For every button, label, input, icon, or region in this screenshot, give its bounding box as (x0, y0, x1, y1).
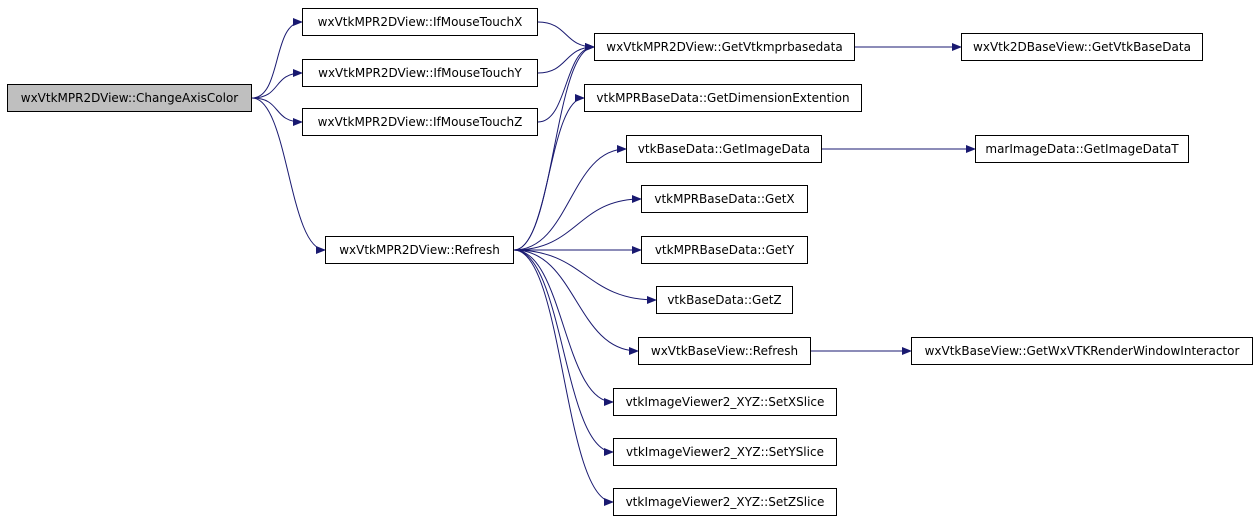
edge-mpr2d_refresh-to-get_dimension_extention (513, 94, 585, 251)
edge-mpr2d_refresh-to-set_x_slice (513, 249, 614, 406)
node-change-axis-color[interactable]: wxVtkMPR2DView::ChangeAxisColor (7, 84, 252, 112)
node-get-image-data-t[interactable]: marImageData::GetImageDataT (975, 135, 1189, 163)
edge-change_axis_color-to-if_mouse_touch_x (251, 18, 303, 99)
edge-mpr2d_refresh-to-get_image_data (513, 145, 627, 251)
node-get-render-window-interactor[interactable]: wxVtkBaseView::GetWxVTKRenderWindowInter… (911, 337, 1253, 365)
node-set-x-slice[interactable]: vtkImageViewer2_XYZ::SetXSlice (613, 388, 837, 416)
node-mpr2d-refresh[interactable]: wxVtkMPR2DView::Refresh (325, 236, 514, 264)
node-get-vtk-base-data[interactable]: wxVtk2DBaseView::GetVtkBaseData (961, 33, 1203, 61)
node-get-dimension-extention[interactable]: vtkMPRBaseData::GetDimensionExtention (584, 84, 862, 112)
edge-if_mouse_touch_x-to-get_vtkmprbasedata (537, 21, 595, 51)
node-if-mouse-touch-z[interactable]: wxVtkMPR2DView::IfMouseTouchZ (302, 108, 538, 136)
node-get-image-data[interactable]: vtkBaseData::GetImageData (626, 135, 822, 163)
node-get-x[interactable]: vtkMPRBaseData::GetX (641, 185, 808, 213)
edge-mpr2d_refresh-to-get_z (513, 249, 657, 304)
edge-mpr2d_refresh-to-set_z_slice (513, 249, 614, 506)
node-set-y-slice[interactable]: vtkImageViewer2_XYZ::SetYSlice (613, 438, 837, 466)
node-if-mouse-touch-x[interactable]: wxVtkMPR2DView::IfMouseTouchX (302, 8, 538, 36)
edge-mpr2d_refresh-to-set_y_slice (513, 249, 614, 456)
node-base-view-refresh[interactable]: wxVtkBaseView::Refresh (638, 337, 811, 365)
edge-mpr2d_refresh-to-get_x (513, 195, 642, 251)
node-set-z-slice[interactable]: vtkImageViewer2_XYZ::SetZSlice (613, 488, 837, 516)
node-get-vtkmprbasedata[interactable]: wxVtkMPR2DView::GetVtkmprbasedata (594, 33, 855, 61)
edge-mpr2d_refresh-to-base_view_refresh (513, 249, 639, 355)
edge-change_axis_color-to-if_mouse_touch_y (251, 69, 303, 99)
node-get-y[interactable]: vtkMPRBaseData::GetY (641, 236, 808, 264)
node-if-mouse-touch-y[interactable]: wxVtkMPR2DView::IfMouseTouchY (302, 59, 538, 87)
edge-change_axis_color-to-mpr2d_refresh (251, 97, 326, 254)
node-get-z[interactable]: vtkBaseData::GetZ (656, 286, 793, 314)
edge-change_axis_color-to-if_mouse_touch_z (251, 97, 303, 126)
